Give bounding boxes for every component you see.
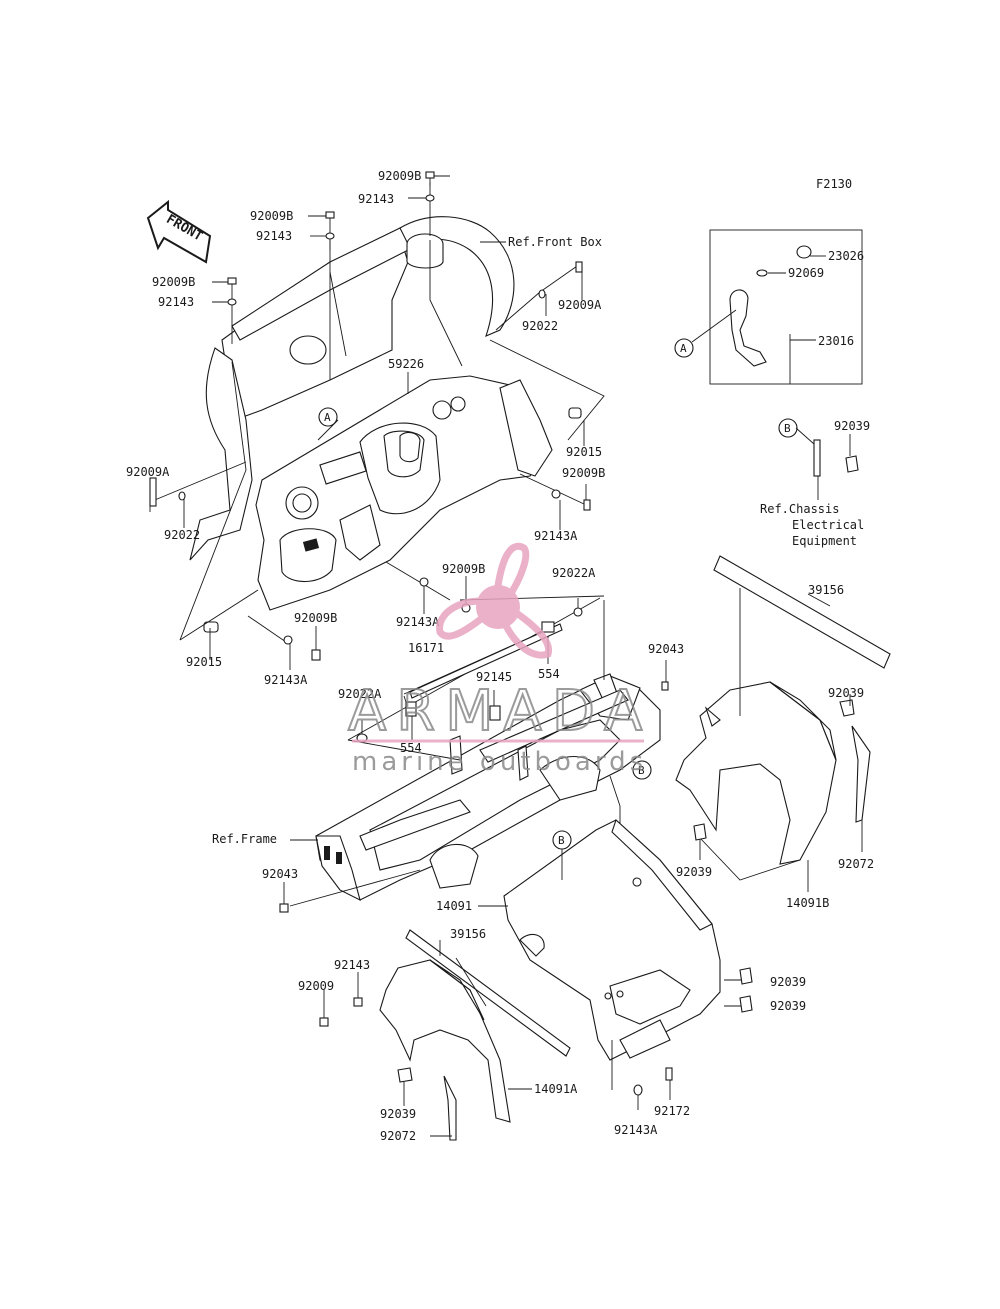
ref-front-box: Ref.Front Box	[508, 235, 602, 249]
part-label-92043: 92043	[262, 867, 298, 881]
part-label-92022: 92022	[522, 319, 558, 333]
part-label-92143A: 92143A	[614, 1123, 658, 1137]
part-label-92009A: 92009A	[558, 298, 602, 312]
svg-text:B: B	[784, 422, 791, 435]
svg-text:B: B	[638, 764, 645, 777]
center-panel-illustration	[503, 819, 721, 1061]
part-label-92039: 92039	[380, 1107, 416, 1121]
callout-a-inset: A	[674, 338, 694, 358]
part-label-92022A: 92022A	[338, 687, 382, 701]
part-label-92143: 92143	[334, 958, 370, 972]
leader-lines-left	[323, 940, 532, 1137]
part-label-92009A: 92009A	[126, 465, 170, 479]
part-label-92009B: 92009B	[250, 209, 293, 223]
front-frame-illustration	[315, 673, 661, 902]
part-label-39156: 39156	[808, 583, 844, 597]
part-label-92022: 92022	[164, 528, 200, 542]
ref-chassis-line2: Electrical	[792, 518, 864, 532]
part-label-92172: 92172	[654, 1104, 690, 1118]
part-label-92043: 92043	[648, 642, 684, 656]
callout-b-center: B	[552, 830, 572, 880]
part-label-59226: 59226	[388, 357, 424, 371]
watermark-tagline: marine outboards	[352, 747, 647, 777]
part-label-92143: 92143	[358, 192, 394, 206]
watermark-brand: ARMADA	[348, 679, 652, 744]
part-label-92009B: 92009B	[378, 169, 421, 183]
upper-dash-panel-illustration	[189, 216, 582, 633]
part-label-92072: 92072	[838, 857, 874, 871]
part-label-554: 554	[538, 667, 560, 681]
callout-b-right: B	[632, 760, 652, 780]
part-label-92015: 92015	[186, 655, 222, 669]
part-label-92143A: 92143A	[396, 615, 440, 629]
part-label-92143: 92143	[158, 295, 194, 309]
part-label-23026: 23026	[828, 249, 864, 263]
part-label-39156: 39156	[450, 927, 486, 941]
ref-frame: Ref.Frame	[212, 832, 277, 846]
part-label-92009B: 92009B	[562, 466, 605, 480]
part-label-16171: 16171	[408, 641, 444, 655]
part-label-92039: 92039	[834, 419, 870, 433]
right-fender-illustration	[675, 555, 891, 865]
part-label-92072: 92072	[380, 1129, 416, 1143]
fastener-icons-lower	[633, 967, 753, 1096]
svg-text:A: A	[324, 411, 331, 424]
part-label-92069: 92069	[788, 266, 824, 280]
ref-chassis-line3: Equipment	[792, 534, 857, 548]
part-label-92009B: 92009B	[152, 275, 195, 289]
part-label-92022A: 92022A	[552, 566, 596, 580]
chassis-ref-illustration: B	[778, 418, 859, 500]
part-label-23016: 23016	[818, 334, 854, 348]
inset-box-switch	[691, 229, 863, 385]
fastener-icons-upper	[149, 171, 591, 661]
part-label-92143A: 92143A	[534, 529, 578, 543]
front-arrow-icon: FRONT	[146, 199, 212, 264]
fastener-icons-middle	[279, 607, 669, 913]
part-label-92039: 92039	[828, 686, 864, 700]
part-label-92009B: 92009B	[294, 611, 337, 625]
part-label-92039: 92039	[676, 865, 712, 879]
part-label-92039: 92039	[770, 999, 806, 1013]
part-label-14091B: 14091B	[786, 896, 829, 910]
svg-text:A: A	[680, 342, 687, 355]
svg-text:B: B	[558, 834, 565, 847]
left-fender-illustration	[319, 929, 571, 1141]
part-label-92145: 92145	[476, 670, 512, 684]
part-label-92009: 92009	[298, 979, 334, 993]
fastener-icon-92039	[693, 823, 707, 841]
part-label-92015: 92015	[566, 445, 602, 459]
part-label-92143: 92143	[256, 229, 292, 243]
part-label-92039: 92039	[770, 975, 806, 989]
armada-watermark-logo: ARMADA marine outboards	[347, 542, 652, 777]
part-label-554: 554	[400, 741, 422, 755]
part-label-14091: 14091	[436, 899, 472, 913]
callout-a-dash: A	[318, 407, 338, 427]
part-label-14091A: 14091A	[534, 1082, 578, 1096]
figure-code: F2130	[816, 177, 852, 191]
part-label-92009B: 92009B	[442, 562, 485, 576]
part-label-92143A: 92143A	[264, 673, 308, 687]
ref-chassis-line1: Ref.Chassis	[760, 502, 839, 516]
